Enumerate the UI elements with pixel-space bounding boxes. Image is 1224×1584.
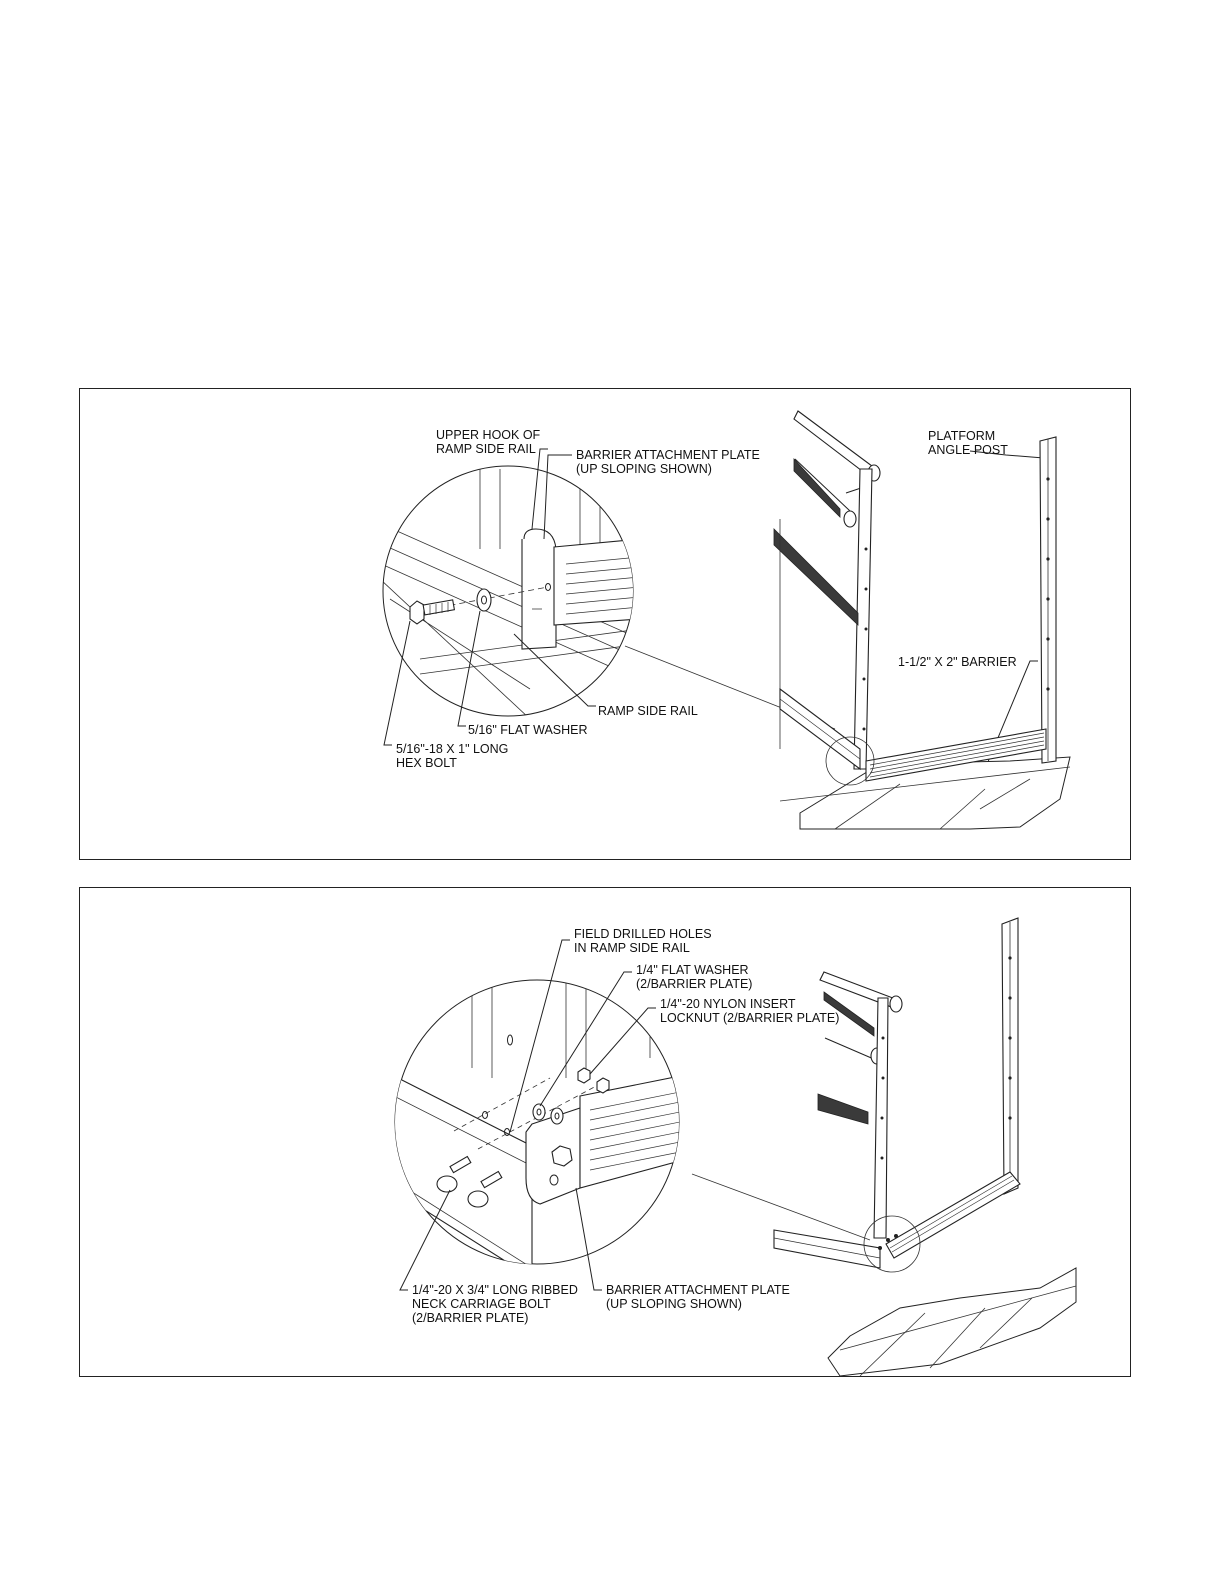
label-barrier-size: 1-1/2" X 2" BARRIER	[898, 655, 1017, 669]
label-attachment-plate-2-line2: (UP SLOPING SHOWN)	[606, 1297, 742, 1311]
label-upper-hook-line2: RAMP SIDE RAIL	[436, 442, 536, 456]
label-carriage-bolt-line1: 1/4"-20 X 3/4" LONG RIBBED	[412, 1283, 578, 1297]
label-hex-bolt-line1: 5/16"-18 X 1" LONG	[396, 742, 508, 756]
label-carriage-bolt-line2: NECK CARRIAGE BOLT	[412, 1297, 551, 1311]
label-field-drilled-holes-line2: IN RAMP SIDE RAIL	[574, 941, 690, 955]
label-ramp-side-rail: RAMP SIDE RAIL	[598, 704, 698, 718]
figure-2-leaders	[399, 939, 871, 1291]
label-flat-washer: 5/16" FLAT WASHER	[468, 723, 588, 737]
label-upper-hook-line1: UPPER HOOK OF	[436, 428, 541, 442]
label-carriage-bolt-line3: (2/BARRIER PLATE)	[412, 1311, 528, 1325]
detail-circle-1	[382, 465, 634, 717]
figure-1-drawing: UPPER HOOK OF RAMP SIDE RAIL BARRIER ATT…	[382, 410, 1071, 830]
label-platform-post-line2: ANGLE POST	[928, 443, 1008, 457]
figure-2-drawing: FIELD DRILLED HOLES IN RAMP SIDE RAIL 1/…	[394, 917, 1077, 1377]
figure-2-labels: FIELD DRILLED HOLES IN RAMP SIDE RAIL 1/…	[412, 927, 839, 1325]
label-field-drilled-holes-line1: FIELD DRILLED HOLES	[574, 927, 712, 941]
label-locknut-line2: LOCKNUT (2/BARRIER PLATE)	[660, 1011, 839, 1025]
label-platform-post-line1: PLATFORM	[928, 429, 995, 443]
label-quarter-washer-line1: 1/4" FLAT WASHER	[636, 963, 749, 977]
figure-1-labels: UPPER HOOK OF RAMP SIDE RAIL BARRIER ATT…	[396, 428, 1017, 770]
label-hex-bolt-line2: HEX BOLT	[396, 756, 457, 770]
detail-circle-2	[394, 979, 680, 1265]
figure-panel-1: UPPER HOOK OF RAMP SIDE RAIL BARRIER ATT…	[79, 388, 1131, 860]
ramp-assembly-view-2	[773, 917, 1077, 1377]
label-attachment-plate-line1: BARRIER ATTACHMENT PLATE	[576, 448, 760, 462]
label-quarter-washer-line2: (2/BARRIER PLATE)	[636, 977, 752, 991]
label-attachment-plate-2-line1: BARRIER ATTACHMENT PLATE	[606, 1283, 790, 1297]
figure-panel-2: FIELD DRILLED HOLES IN RAMP SIDE RAIL 1/…	[79, 887, 1131, 1377]
label-locknut-line1: 1/4"-20 NYLON INSERT	[660, 997, 796, 1011]
label-attachment-plate-line2: (UP SLOPING SHOWN)	[576, 462, 712, 476]
ramp-assembly-view-1	[773, 410, 1071, 830]
